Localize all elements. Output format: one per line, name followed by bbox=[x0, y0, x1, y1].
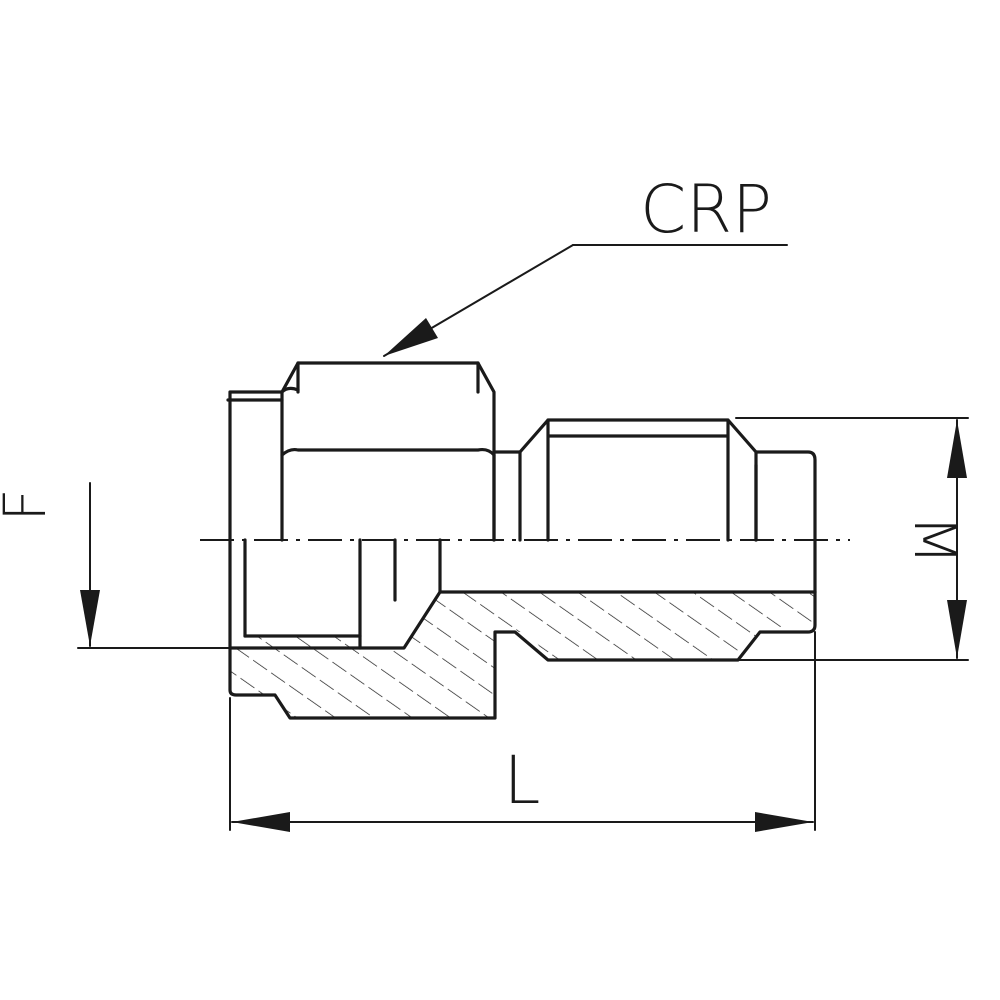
dimension-l bbox=[229, 631, 816, 832]
inner-bore bbox=[243, 538, 442, 638]
callout-crp bbox=[383, 244, 788, 357]
body-section-outline bbox=[228, 590, 817, 720]
outside-view bbox=[226, 361, 817, 650]
hex-nut bbox=[280, 361, 496, 542]
bore-step-outline bbox=[228, 590, 817, 650]
body-neck bbox=[492, 450, 522, 542]
hex-body bbox=[518, 418, 758, 542]
tube-end bbox=[754, 450, 817, 594]
dim-label-f: F bbox=[0, 488, 59, 521]
dimension-m bbox=[735, 417, 969, 661]
dim-label-l: L bbox=[504, 742, 541, 819]
dimension-f bbox=[77, 482, 231, 649]
section-view bbox=[228, 590, 817, 720]
callout-label-crp: CRP bbox=[640, 171, 772, 248]
body-section-hatch bbox=[230, 592, 815, 718]
dim-label-m: M bbox=[901, 515, 969, 565]
cap-outline bbox=[226, 390, 284, 650]
nut-section-hatch bbox=[245, 636, 360, 648]
